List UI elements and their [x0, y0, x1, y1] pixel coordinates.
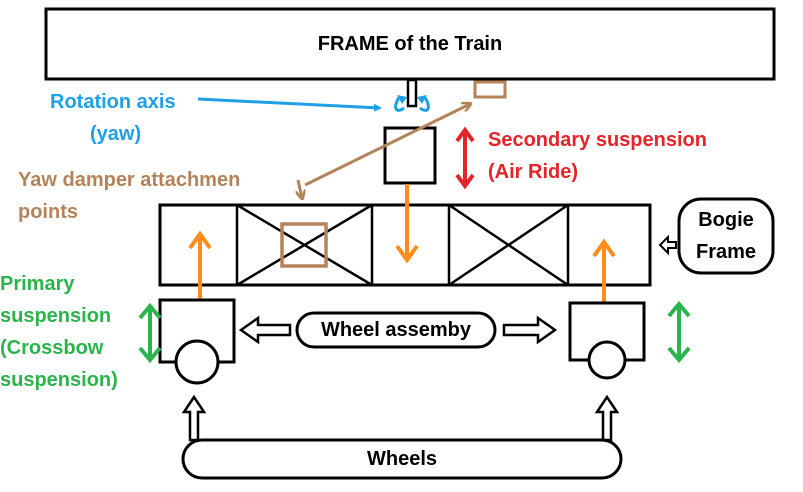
rotation-arrowhead-left [397, 95, 407, 104]
bogie-frame-label-box [677, 197, 775, 275]
yaw-damper-label: Yaw damper attachmen points [18, 169, 241, 223]
yaw-damper-pointer-top [304, 104, 470, 187]
primary-suspension-label: Primary suspension (Crossbow suspension) [0, 273, 118, 391]
rotation-arrowhead-right [417, 95, 427, 104]
wheels-arrow-left [181, 394, 207, 442]
secondary-suspension-block [383, 126, 437, 185]
rotation-axis-pointer [197, 97, 382, 112]
wheel-assembly-label-box [295, 311, 497, 349]
wheels-label: Wheels [366, 448, 438, 470]
bogie-frame-pointer [658, 234, 677, 256]
rotation-arrow-left [394, 95, 405, 112]
rotation-arrow-right [419, 95, 430, 112]
train-frame [44, 7, 776, 81]
wheel-assembly-arrow-left [238, 315, 292, 345]
bogie-frame-label: Bogie Frame [695, 209, 757, 263]
wheel-assembly-arrow-right [502, 315, 558, 345]
secondary-suspension-label: Secondary suspension (Air Ride) [488, 129, 707, 183]
primary-suspension-arrow-left [138, 302, 162, 364]
yaw-damper-attachment-bogie [280, 222, 328, 268]
wheel-right [587, 340, 627, 380]
wheels-label-box [181, 438, 623, 480]
load-arrow-center [395, 184, 419, 264]
yaw-damper-attachment-top [473, 80, 507, 99]
wheels-arrow-right [594, 394, 620, 442]
frame-title: FRAME of the Train [317, 33, 503, 55]
rotation-axis-label: Rotation axis (yaw) [50, 91, 176, 145]
wheel-left [174, 339, 220, 385]
wheel-assembly-label: Wheel assemby [320, 319, 472, 341]
primary-suspension-arrow-right [667, 300, 691, 364]
yaw-damper-pointer-bogie [298, 179, 302, 198]
secondary-suspension-arrow [455, 126, 475, 190]
rotation-axis-post [406, 78, 418, 108]
